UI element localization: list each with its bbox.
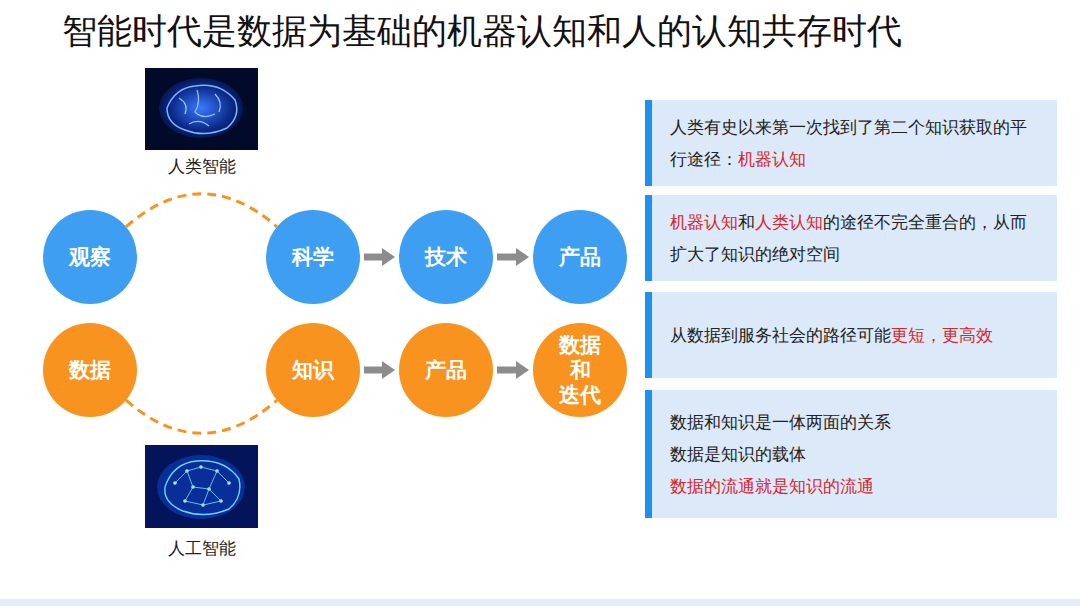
- circle-text-wrap: 数据: [43, 323, 137, 417]
- circle-text-wrap: 科学: [266, 210, 360, 304]
- title: 智能时代是数据为基础的机器认知和人的认知共存时代: [62, 8, 902, 55]
- note-panel: 机器认知和人类认知的途径不完全重合的，从而扩大了知识的绝对空间: [645, 195, 1057, 281]
- process-circle: 产品: [533, 210, 627, 304]
- note-panel: 人类有史以来第一次找到了第二个知识获取的平行途径：机器认知: [645, 100, 1057, 186]
- panel-text: 和: [738, 212, 755, 232]
- circle-fill: [266, 210, 360, 304]
- process-circle: 科学: [266, 210, 360, 304]
- circle-fill: [266, 323, 360, 417]
- dashed-arc-connector: [126, 400, 277, 433]
- panel-text: 数据和知识是一体两面的关系: [670, 412, 891, 432]
- circle-text-wrap: 技术: [399, 210, 493, 304]
- panel-text: 数据是知识的载体: [670, 444, 806, 464]
- node-text: 数据 和 迭代: [556, 333, 604, 408]
- panel-text: 数据的流通就是知识的流通: [670, 476, 874, 496]
- circle-text-wrap: 产品: [533, 210, 627, 304]
- panel-text: 机器认知: [738, 149, 806, 169]
- panel-text: 更短，更高效: [891, 325, 993, 345]
- flow-arrow: [497, 254, 516, 261]
- node-text: 科学: [283, 245, 343, 270]
- circle-fill: [399, 323, 493, 417]
- flow-arrow: [497, 367, 516, 374]
- flow-arrow: [364, 367, 382, 374]
- panel-text: 从数据到服务社会的路径可能: [670, 325, 891, 345]
- circle-text-wrap: 数据 和 迭代: [533, 323, 627, 417]
- node-text: 技术: [416, 245, 476, 270]
- panel-text: 人类有史以来第一次找到了第二个知识获取的平行途径：: [670, 117, 1027, 169]
- panel-line: 数据的流通就是知识的流通: [670, 470, 1041, 502]
- panel-line: 人类有史以来第一次找到了第二个知识获取的平行途径：机器认知: [670, 111, 1041, 175]
- panel-line: 数据和知识是一体两面的关系: [670, 406, 1041, 438]
- process-circle: 观察: [43, 210, 137, 304]
- ai-brain-image: [145, 445, 258, 528]
- footer-strip: [0, 599, 1080, 606]
- circle-fill: [533, 323, 627, 417]
- circle-fill: [533, 210, 627, 304]
- process-circle: 数据: [43, 323, 137, 417]
- note-panel: 数据和知识是一体两面的关系数据是知识的载体数据的流通就是知识的流通: [645, 390, 1057, 518]
- circle-fill: [43, 210, 137, 304]
- node-text: 数据: [60, 358, 120, 383]
- node-text: 观察: [60, 245, 120, 270]
- process-circle: 产品: [399, 323, 493, 417]
- flow-arrow: [364, 254, 382, 261]
- panel-text: 人类认知: [755, 212, 823, 232]
- circle-fill: [43, 323, 137, 417]
- node-text: 产品: [416, 358, 476, 383]
- panel-line: 数据是知识的载体: [670, 438, 1041, 470]
- panel-text: 机器认知: [670, 212, 738, 232]
- image-caption: 人类智能: [145, 155, 258, 178]
- circle-text-wrap: 知识: [266, 323, 360, 417]
- process-circle: 数据 和 迭代: [533, 323, 627, 417]
- node-text: 知识: [283, 358, 343, 383]
- dashed-arc-connector: [126, 194, 277, 227]
- brain-image: [145, 68, 258, 150]
- image-caption: 人工智能: [145, 537, 258, 560]
- panel-line: 机器认知和人类认知的途径不完全重合的，从而扩大了知识的绝对空间: [670, 206, 1041, 270]
- panel-line: 从数据到服务社会的路径可能更短，更高效: [670, 319, 1041, 351]
- process-circle: 技术: [399, 210, 493, 304]
- node-text: 产品: [550, 245, 610, 270]
- circle-fill: [399, 210, 493, 304]
- circle-text-wrap: 产品: [399, 323, 493, 417]
- circle-text-wrap: 观察: [43, 210, 137, 304]
- note-panel: 从数据到服务社会的路径可能更短，更高效: [645, 292, 1057, 378]
- process-circle: 知识: [266, 323, 360, 417]
